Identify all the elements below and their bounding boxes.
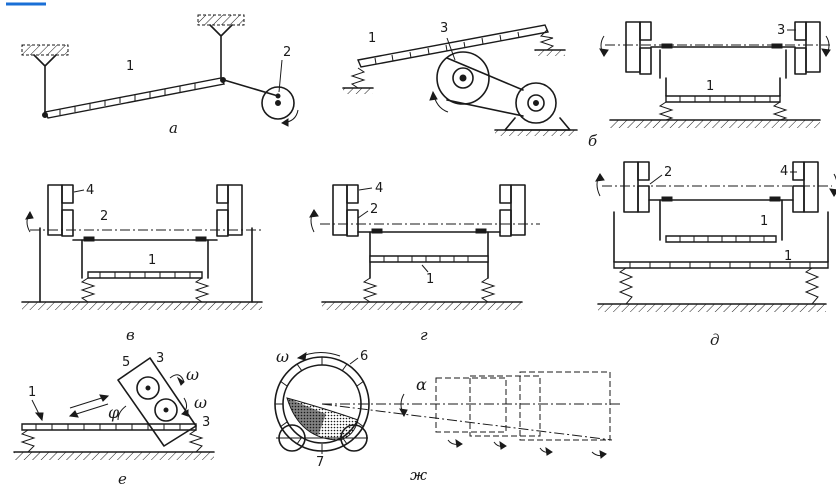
caption-d: в (126, 326, 135, 344)
caption-b: б (588, 132, 598, 150)
panel-f-two-mass-trough: 2 4 1 1 д (595, 161, 836, 349)
caption-g: е (118, 470, 127, 488)
label-7: 7 (316, 455, 324, 470)
label-2: 2 (370, 202, 378, 217)
panel-d-frame-trough: 4 2 1 в (21, 183, 263, 344)
label-4: 4 (375, 181, 383, 196)
label-2: 2 (664, 165, 672, 180)
label-3: 3 (202, 415, 210, 430)
label-2: 2 (283, 45, 291, 60)
caption-f: д (710, 331, 720, 349)
label-4: 4 (780, 164, 788, 179)
label-3: 3 (156, 351, 164, 366)
label-1: 1 (760, 214, 768, 229)
panel-h-rotating-drum: ω α 6 7 ж (274, 347, 620, 484)
label-1: 1 (148, 253, 156, 268)
label-3: 3 (440, 21, 448, 36)
label-1: 1 (126, 59, 134, 74)
omega-symbol: ω (194, 393, 207, 412)
label-5: 5 (122, 355, 130, 370)
omega-symbol: ω (276, 347, 289, 366)
caption-a: a (169, 119, 178, 137)
caption-h: ж (410, 466, 427, 484)
alpha-symbol: α (416, 375, 427, 394)
panel-e-bridge-trough: 4 2 1 г (309, 181, 540, 344)
label-3: 3 (777, 23, 785, 38)
caption-e: г (420, 326, 428, 344)
phi-symbol: φ (108, 403, 120, 422)
label-1: 1 (784, 249, 792, 264)
label-4: 4 (86, 183, 94, 198)
panel-a-suspended-trough: 1 2 a (21, 14, 299, 137)
omega-symbol: ω (186, 365, 199, 384)
label-1: 1 (426, 272, 434, 287)
panel-g-directional-vibrator: 1 5 3 3 ω ω φ е (13, 351, 215, 488)
label-1: 1 (28, 385, 36, 400)
label-6: 6 (360, 349, 368, 364)
label-1: 1 (706, 79, 714, 94)
label-2: 2 (100, 209, 108, 224)
panel-b-inclined-trough-drive: 1 3 б (342, 21, 598, 150)
label-1: 1 (368, 31, 376, 46)
panel-c-two-vibrator-trough: 3 1 (599, 21, 831, 128)
